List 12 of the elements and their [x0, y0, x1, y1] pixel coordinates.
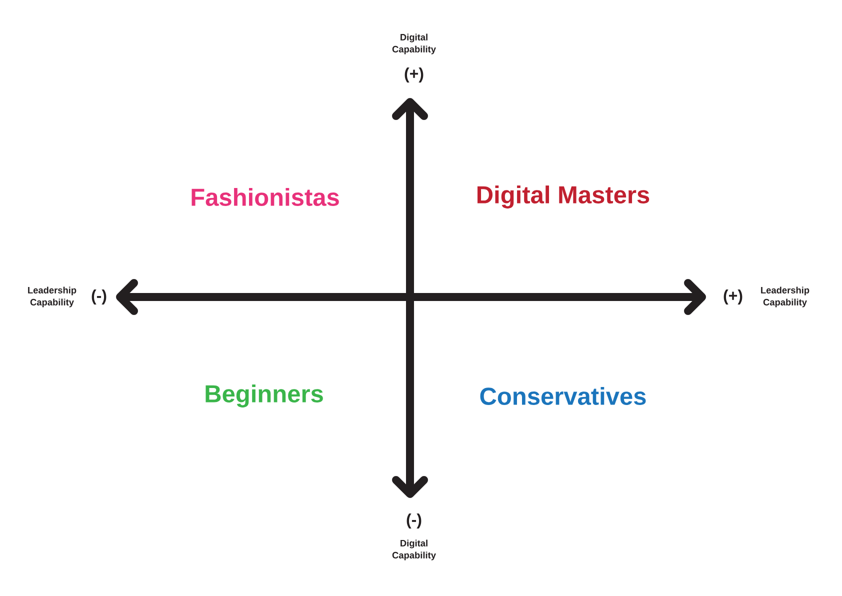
quadrant-label: Digital Masters	[478, 186, 650, 208]
axis-sign: (+)	[404, 68, 424, 82]
axis-sign: (-)	[92, 290, 106, 304]
quadrant-label: Fashionistas	[192, 188, 339, 206]
axis-title: Digital Capability	[392, 540, 436, 560]
quadrant-label: Conservatives	[480, 387, 646, 405]
axis-sign: (+)	[724, 290, 742, 304]
axis-title: Leadership Capability	[28, 286, 76, 308]
axis-sign: (-)	[406, 514, 422, 528]
axis-title: Leadership Capability	[761, 286, 810, 308]
axis-title: Digital Capability	[392, 34, 436, 54]
quadrant-label: Beginners	[206, 384, 323, 408]
